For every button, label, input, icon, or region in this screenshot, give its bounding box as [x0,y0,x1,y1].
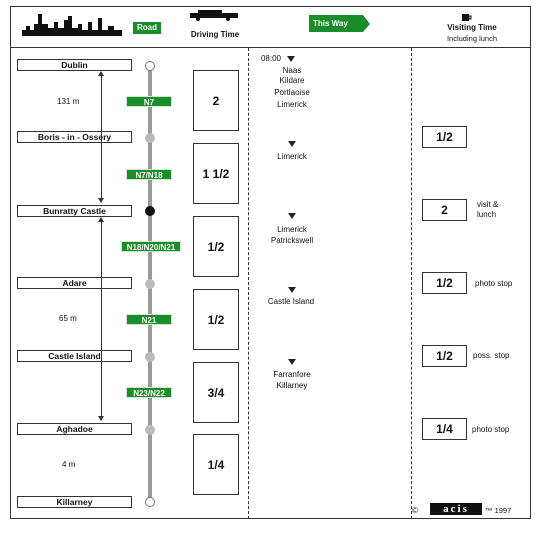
road-label: N23/N22 [126,387,172,398]
car-icon [190,10,238,21]
bracket-up-arrow-icon [98,71,104,76]
waypoint-name: Limerick [277,225,307,234]
visiting-time-box: 2 [422,199,467,221]
visit-note: poss. stop [473,351,510,360]
bracket-down-arrow-icon [98,416,104,421]
column-divider [411,48,412,519]
visiting-time-box: 1/4 [422,418,467,440]
visit-note: photo stop [472,425,510,434]
distance-label: 131 m [57,97,80,106]
acis-logo: acis [430,503,482,515]
footer-year: ™ 1997 [485,506,512,515]
distance-bracket-1 [101,74,102,202]
bracket-down-arrow-icon [98,198,104,203]
driving-time-box: 1/2 [193,289,239,350]
copyright-symbol: © [412,506,418,515]
place-killarney: Killarney [17,496,132,508]
driving-time-box: 3/4 [193,362,239,423]
visiting-time-box: 1/2 [422,126,467,148]
waypoint-name: Killarney [276,381,308,390]
driving-time-box: 1 1/2 [193,143,239,204]
header-divider [10,47,531,48]
driving-time-box: 1/4 [193,434,239,495]
driving-time-box: 2 [193,70,239,131]
stop-marker [145,279,155,289]
this-way-header: This Way [309,15,363,32]
down-arrow-icon [288,287,296,293]
column-divider [248,48,249,519]
down-arrow-icon [288,359,296,365]
waypoint-name: Naas [282,66,302,75]
place-adare: Adare [17,277,132,289]
waypoint-name: Farranfore [273,370,311,379]
coffee-cup-icon [462,14,472,21]
down-arrow-icon [287,56,295,62]
stop-marker [145,133,155,143]
visiting-time-box: 1/2 [422,272,467,294]
down-arrow-icon [288,141,296,147]
stop-marker [145,497,155,507]
road-label: N7 [126,96,172,107]
place-castle-island: Castle Island [17,350,132,362]
visiting-time-header: Visiting Time [447,23,497,32]
bracket-up-arrow-icon [98,217,104,222]
waypoint-name: Patrickswell [270,236,314,245]
distance-label: 4 m [62,460,76,469]
skyline-icon [22,14,122,36]
distance-label: 65 m [59,314,77,323]
visit-note: visit & lunch [477,200,499,219]
stop-marker [145,425,155,435]
waypoint-name: Kildare [279,76,305,85]
road-header-tag: Road [133,22,161,34]
waypoint-name: Limerick [277,152,307,161]
place-bunratty-castle: Bunratty Castle [17,205,132,217]
place-dublin: Dublin [17,59,132,71]
start-time: 08:00 [260,54,282,63]
stop-marker [145,206,155,216]
distance-bracket-2 [101,220,102,420]
driving-time-box: 1/2 [193,216,239,277]
road-label: N18/N20/N21 [121,241,181,252]
visiting-time-box: 1/2 [422,345,467,367]
stop-marker [145,61,155,71]
itinerary-frame [10,6,531,519]
place-aghadoe: Aghadoe [17,423,132,435]
visit-note: photo stop [475,279,513,288]
place-boris-in-ossery: Boris - in - Ossery [17,131,132,143]
stop-marker [145,352,155,362]
road-label: N21 [126,314,172,325]
driving-time-header: Driving Time [190,30,240,39]
waypoint-name: Portlaoise [274,88,310,97]
down-arrow-icon [288,213,296,219]
this-way-arrow-icon [363,15,370,32]
visiting-time-subheader: Including lunch [446,34,498,43]
waypoint-name: Limerick [277,100,307,109]
road-label: N7/N18 [126,169,172,180]
waypoint-name: Castle Island [267,297,315,306]
